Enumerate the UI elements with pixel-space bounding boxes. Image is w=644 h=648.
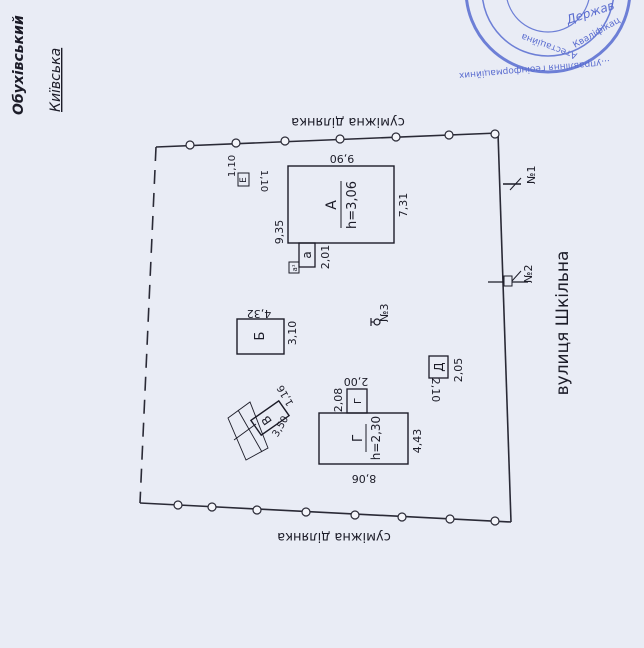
building-d-letter: Д	[432, 362, 446, 371]
building-g: Г h=2,30 8,06 4,43	[318, 412, 424, 485]
building-a-height: h=3,06	[345, 181, 360, 229]
neighbor-label-bottom: суміжна ділянка	[277, 529, 391, 544]
street-label: вулиця Шкільна	[553, 251, 573, 396]
building-g-annex: г 2,00 2,08	[332, 375, 369, 414]
building-d-dim-2: 2,10	[429, 378, 442, 403]
marker-1-label: №1	[525, 166, 538, 184]
building-b-dim-right: 3,10	[286, 321, 299, 346]
building-g-annex-letter: г	[350, 398, 364, 404]
building-d-dim-1: 2,05	[452, 358, 465, 383]
building-e-letter: Е	[239, 177, 249, 183]
building-g-letter: Г	[351, 434, 366, 442]
building-e: Е 1,10 1,10	[227, 155, 269, 192]
building-g-dim-right: 4,43	[411, 429, 424, 454]
building-g-annex-dim-left: 2,08	[332, 388, 345, 413]
building-a-dim-left: 9,35	[273, 220, 286, 245]
building-g-annex-dim-top: 2,00	[344, 375, 369, 388]
building-a-annex-dim: 2,01	[319, 245, 332, 270]
building-v-dim-1: 1,16	[276, 383, 297, 408]
fence-posts-bottom	[173, 500, 500, 526]
building-a-dim-top: 9,90	[330, 152, 355, 165]
building-g-dim-top: 8,06	[352, 472, 377, 485]
region-label: Київська	[48, 48, 64, 112]
building-b-dim-top: 4,32	[247, 307, 272, 320]
building-v-letter: В	[259, 413, 275, 428]
marker-2-label: №2	[522, 265, 535, 283]
building-b-letter: Б	[253, 332, 268, 341]
district-label: Обухівський	[11, 15, 27, 115]
building-v: В 1,16 3,50	[227, 383, 297, 461]
marker-2: №2	[488, 265, 535, 287]
marker-3: №3	[370, 304, 391, 326]
building-a-annex: а а¹ 2,01	[288, 242, 332, 274]
building-e-dim-1: 1,10	[227, 155, 238, 177]
building-a-annex-sub: а¹	[291, 264, 299, 271]
building-a-annex-letter: а	[300, 251, 314, 258]
building-d: Д 2,05 2,10	[428, 355, 465, 403]
building-e-dim-2: 1,10	[258, 170, 269, 192]
marker-1: №1	[503, 166, 538, 191]
building-g-height: h=2,30	[369, 416, 383, 460]
neighbor-label-top: суміжна ділянка	[291, 114, 405, 129]
official-stamp: Держав Атестаційна Кваліфікац ...управлі…	[458, 0, 631, 80]
fence-posts-top	[185, 129, 500, 150]
building-b: Б 4,32 3,10	[236, 307, 299, 355]
building-a-dim-right: 7,31	[397, 193, 410, 218]
marker-3-label: №3	[378, 304, 391, 322]
building-a-letter: А	[324, 200, 340, 210]
stamp-text-4: ...управління геоінформаційних	[458, 57, 610, 80]
building-a: А h=3,06 9,90 9,35 7,31	[273, 152, 410, 244]
